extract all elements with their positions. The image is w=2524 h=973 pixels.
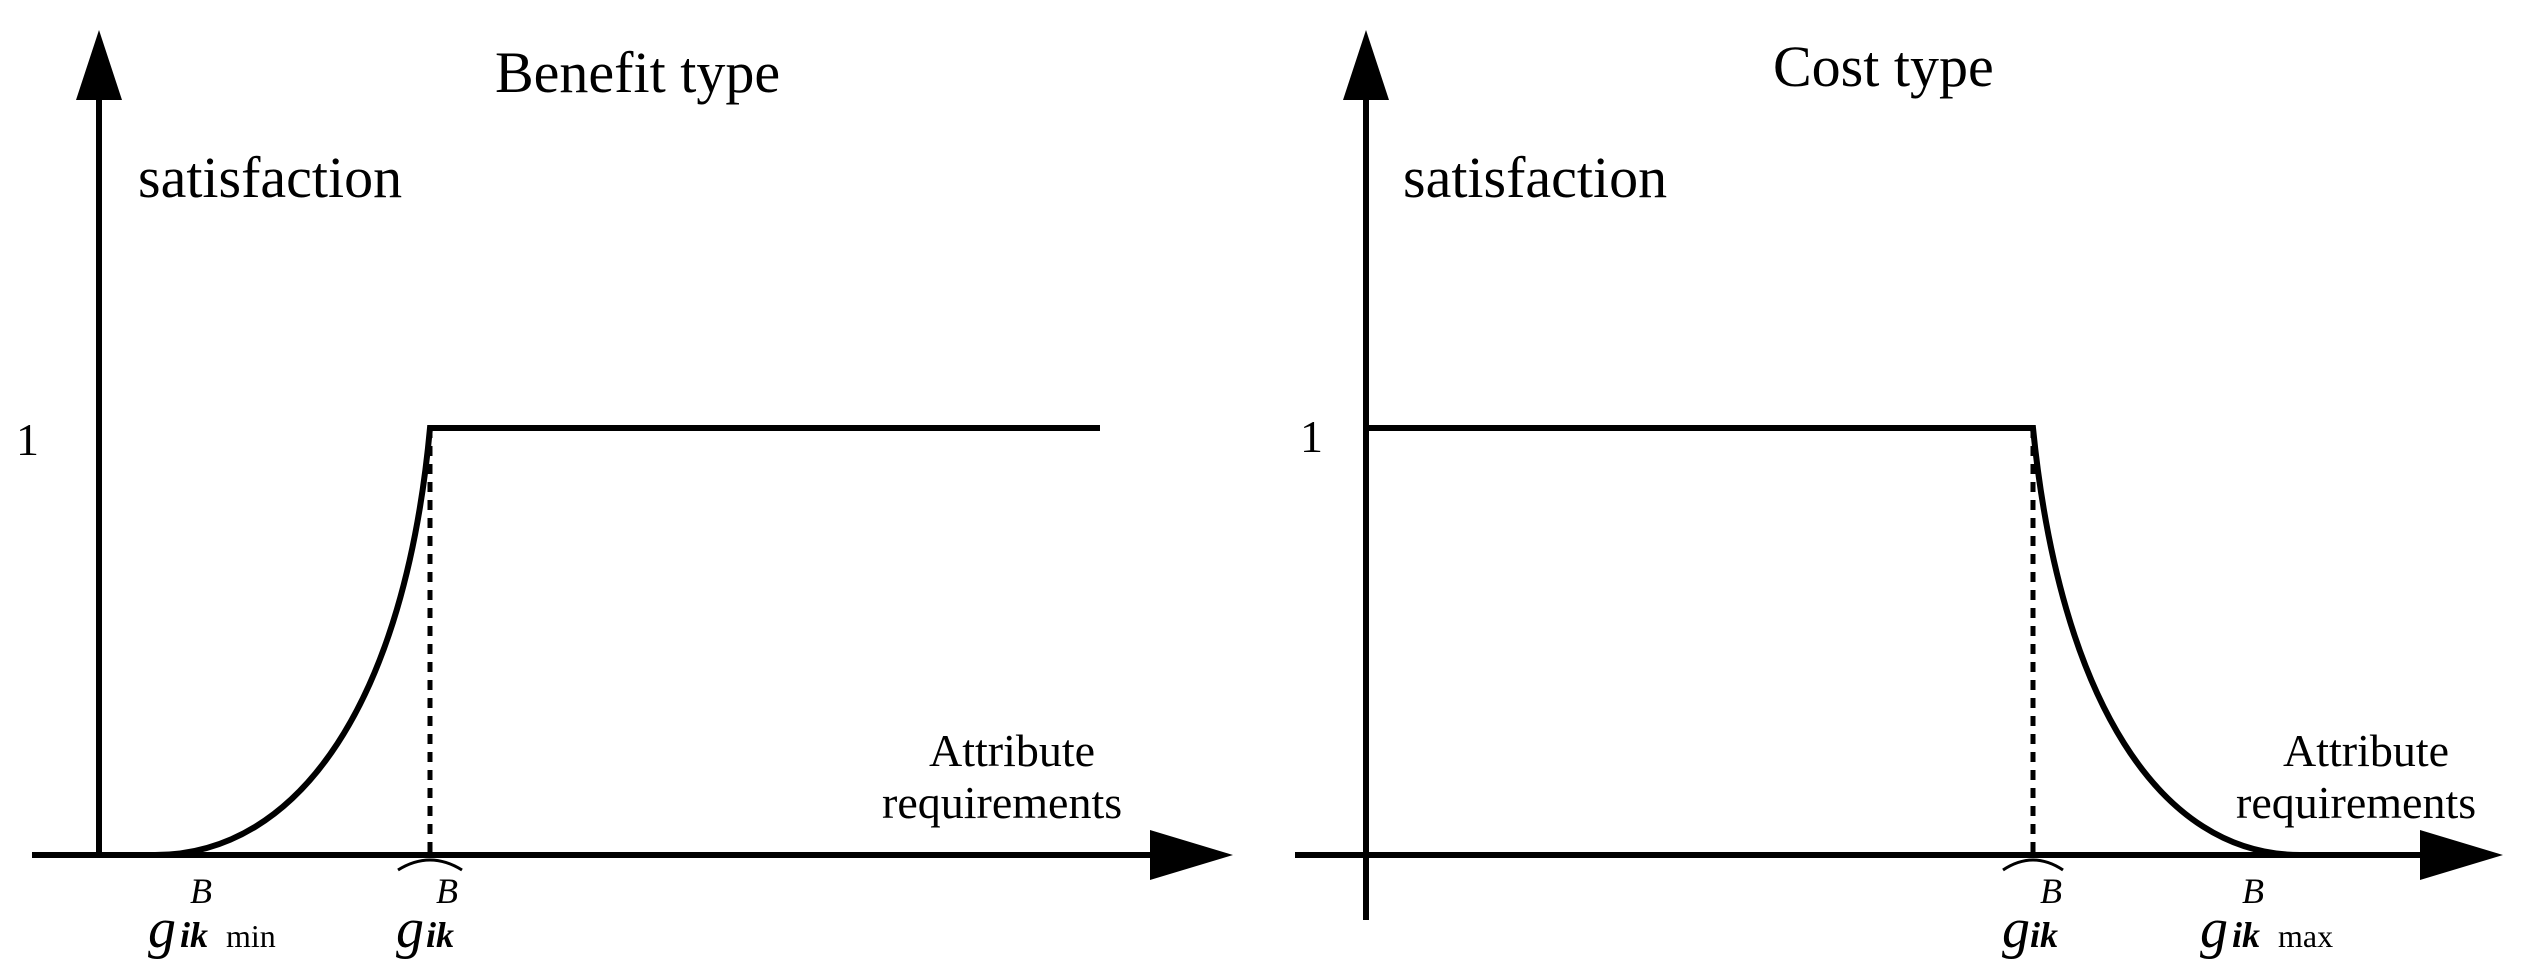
- cost-panel-title: Cost type: [1773, 34, 1994, 99]
- svg-text:B: B: [436, 871, 458, 911]
- benefit-y-tick-1: 1: [16, 414, 39, 465]
- benefit-y-axis-arrow: [76, 30, 122, 100]
- svg-text:max: max: [2278, 918, 2333, 954]
- cost-y-axis-label: satisfaction: [1403, 145, 1667, 210]
- svg-text:ik: ik: [180, 915, 208, 955]
- benefit-x-axis-label-line1: Attribute: [929, 725, 1095, 776]
- benefit-panel: Benefit type satisfaction Attribute requ…: [16, 30, 1233, 960]
- cost-panel: Cost type satisfaction Attribute require…: [1295, 30, 2503, 960]
- cost-satisfaction-curve: [1366, 425, 2301, 858]
- svg-text:ik: ik: [2030, 915, 2058, 955]
- svg-text:g: g: [2200, 898, 2228, 960]
- cost-x-axis-label-line2: requirements: [2236, 777, 2476, 828]
- svg-text:ik: ik: [426, 915, 454, 955]
- svg-text:ik: ik: [2232, 915, 2260, 955]
- cost-y-axis-arrow: [1343, 30, 1389, 100]
- benefit-satisfaction-curve: [154, 425, 1100, 858]
- svg-text:g: g: [148, 898, 176, 960]
- benefit-y-axis-label: satisfaction: [138, 145, 402, 210]
- cost-marker-g-hat: g B ik: [2002, 858, 2064, 960]
- cost-y-tick-1: 1: [1300, 411, 1323, 462]
- benefit-x-axis-label-line2: requirements: [882, 777, 1122, 828]
- benefit-panel-title: Benefit type: [495, 40, 780, 105]
- benefit-marker-g-min: g B ik min: [148, 871, 276, 960]
- svg-text:B: B: [2242, 871, 2264, 911]
- hat-accent: [2002, 858, 2064, 872]
- hat-accent: [397, 858, 463, 872]
- svg-text:B: B: [190, 871, 212, 911]
- cost-x-axis-arrow: [2420, 830, 2503, 880]
- cost-x-axis-label-line1: Attribute: [2283, 725, 2449, 776]
- svg-text:min: min: [226, 918, 276, 954]
- svg-text:g: g: [2002, 898, 2030, 960]
- benefit-x-axis-arrow: [1150, 830, 1233, 880]
- svg-text:g: g: [396, 898, 424, 960]
- svg-text:B: B: [2040, 871, 2062, 911]
- benefit-marker-g-hat: g B ik: [396, 858, 463, 960]
- cost-marker-g-max: g B ik max: [2200, 871, 2333, 960]
